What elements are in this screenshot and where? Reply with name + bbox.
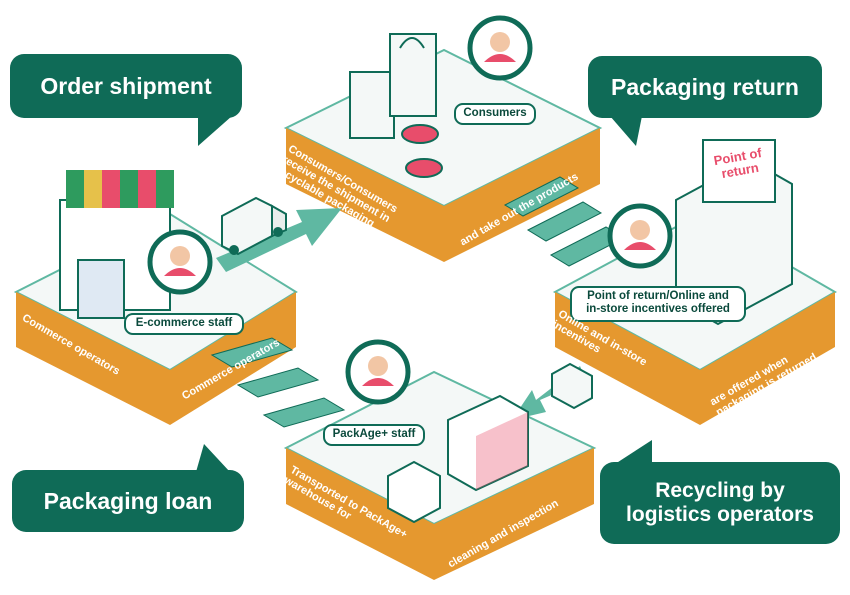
- open-box-icon: [447, 394, 529, 492]
- bubble-tail-recycling: [615, 440, 652, 464]
- packaging-loan-bubble: Packaging loan: [12, 470, 244, 532]
- shopping-bag-icon: [77, 259, 125, 319]
- striped-awning: [66, 170, 174, 208]
- platform-consumers: [283, 48, 603, 262]
- arrow-to-consumers: [216, 208, 342, 272]
- return-staff-pin-icon: [607, 203, 673, 269]
- ecommerce-staff-tag: E-commerce staff: [124, 313, 244, 335]
- walkway-steps: [210, 176, 626, 428]
- ecommerce-staff-pin-icon: [147, 229, 213, 295]
- recycling-bubble: Recycling by logistics operators: [600, 462, 840, 544]
- small-box-icon: [387, 460, 441, 524]
- return-kiosk-icon: [675, 139, 793, 326]
- order-shipment-bubble: Order shipment: [10, 54, 242, 118]
- packageplus-staff-pin-icon: [345, 339, 411, 405]
- consumer-pin-icon: [467, 15, 533, 81]
- point-of-return-tag: Point of return/Online and in-store ince…: [570, 286, 746, 322]
- shopping-bags-icon: [349, 33, 437, 139]
- packageplus-staff-tag: PackAge+ staff: [323, 424, 425, 446]
- return-sign: [702, 139, 776, 203]
- delivery-truck-icon: [221, 196, 287, 256]
- bubble-tail-order: [198, 116, 232, 146]
- bubble-tail-return: [610, 116, 642, 146]
- platform-packageplus: [283, 370, 597, 580]
- bubble-tail-loan: [196, 444, 230, 472]
- incentive-coins-icon: [401, 124, 443, 178]
- packaging-return-bubble: Packaging return: [588, 56, 822, 118]
- return-parcel-icon: [551, 362, 593, 410]
- consumers-tag: Consumers: [454, 103, 536, 125]
